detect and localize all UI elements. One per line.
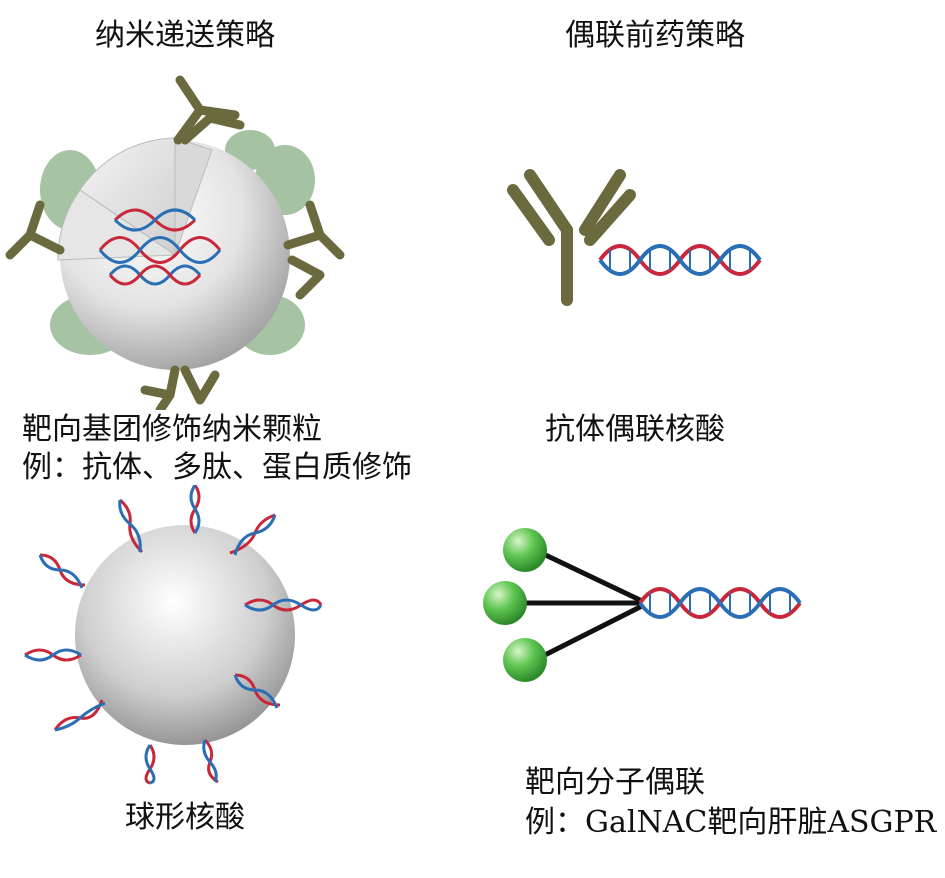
galnac-ligand <box>483 581 527 625</box>
heading-conjugate-prodrug: 偶联前药策略 <box>565 18 745 53</box>
galnac-ligand <box>503 528 547 572</box>
caption-nanoparticle-line2: 例：抗体、多肽、蛋白质修饰 <box>22 450 412 485</box>
dna-helix <box>598 244 762 276</box>
heading-nano-delivery: 纳米递送策略 <box>95 18 275 53</box>
antibody-icon <box>5 75 345 410</box>
targeted-nanoparticle-illustration <box>5 75 345 410</box>
dna-strands <box>24 485 323 785</box>
caption-galnac-line2: 例：GalNAC靶向肝脏ASGPR <box>525 805 937 840</box>
antibody-icon <box>507 169 636 306</box>
caption-antibody-conjugate: 抗体偶联核酸 <box>545 412 725 447</box>
caption-nanoparticle-line1: 靶向基团修饰纳米颗粒 <box>22 412 322 447</box>
caption-galnac-line1: 靶向分子偶联 <box>525 765 705 800</box>
linker-lines <box>522 547 643 663</box>
spherical-nucleic-acid-illustration <box>24 485 323 785</box>
galnac-ligand <box>503 638 547 682</box>
galnac-conjugate-illustration <box>483 528 802 682</box>
inner-dna <box>98 208 222 286</box>
caption-spherical-nucleic-acid: 球形核酸 <box>125 800 245 835</box>
dna-helix <box>638 587 802 619</box>
antibody-conjugate-illustration <box>507 169 762 306</box>
